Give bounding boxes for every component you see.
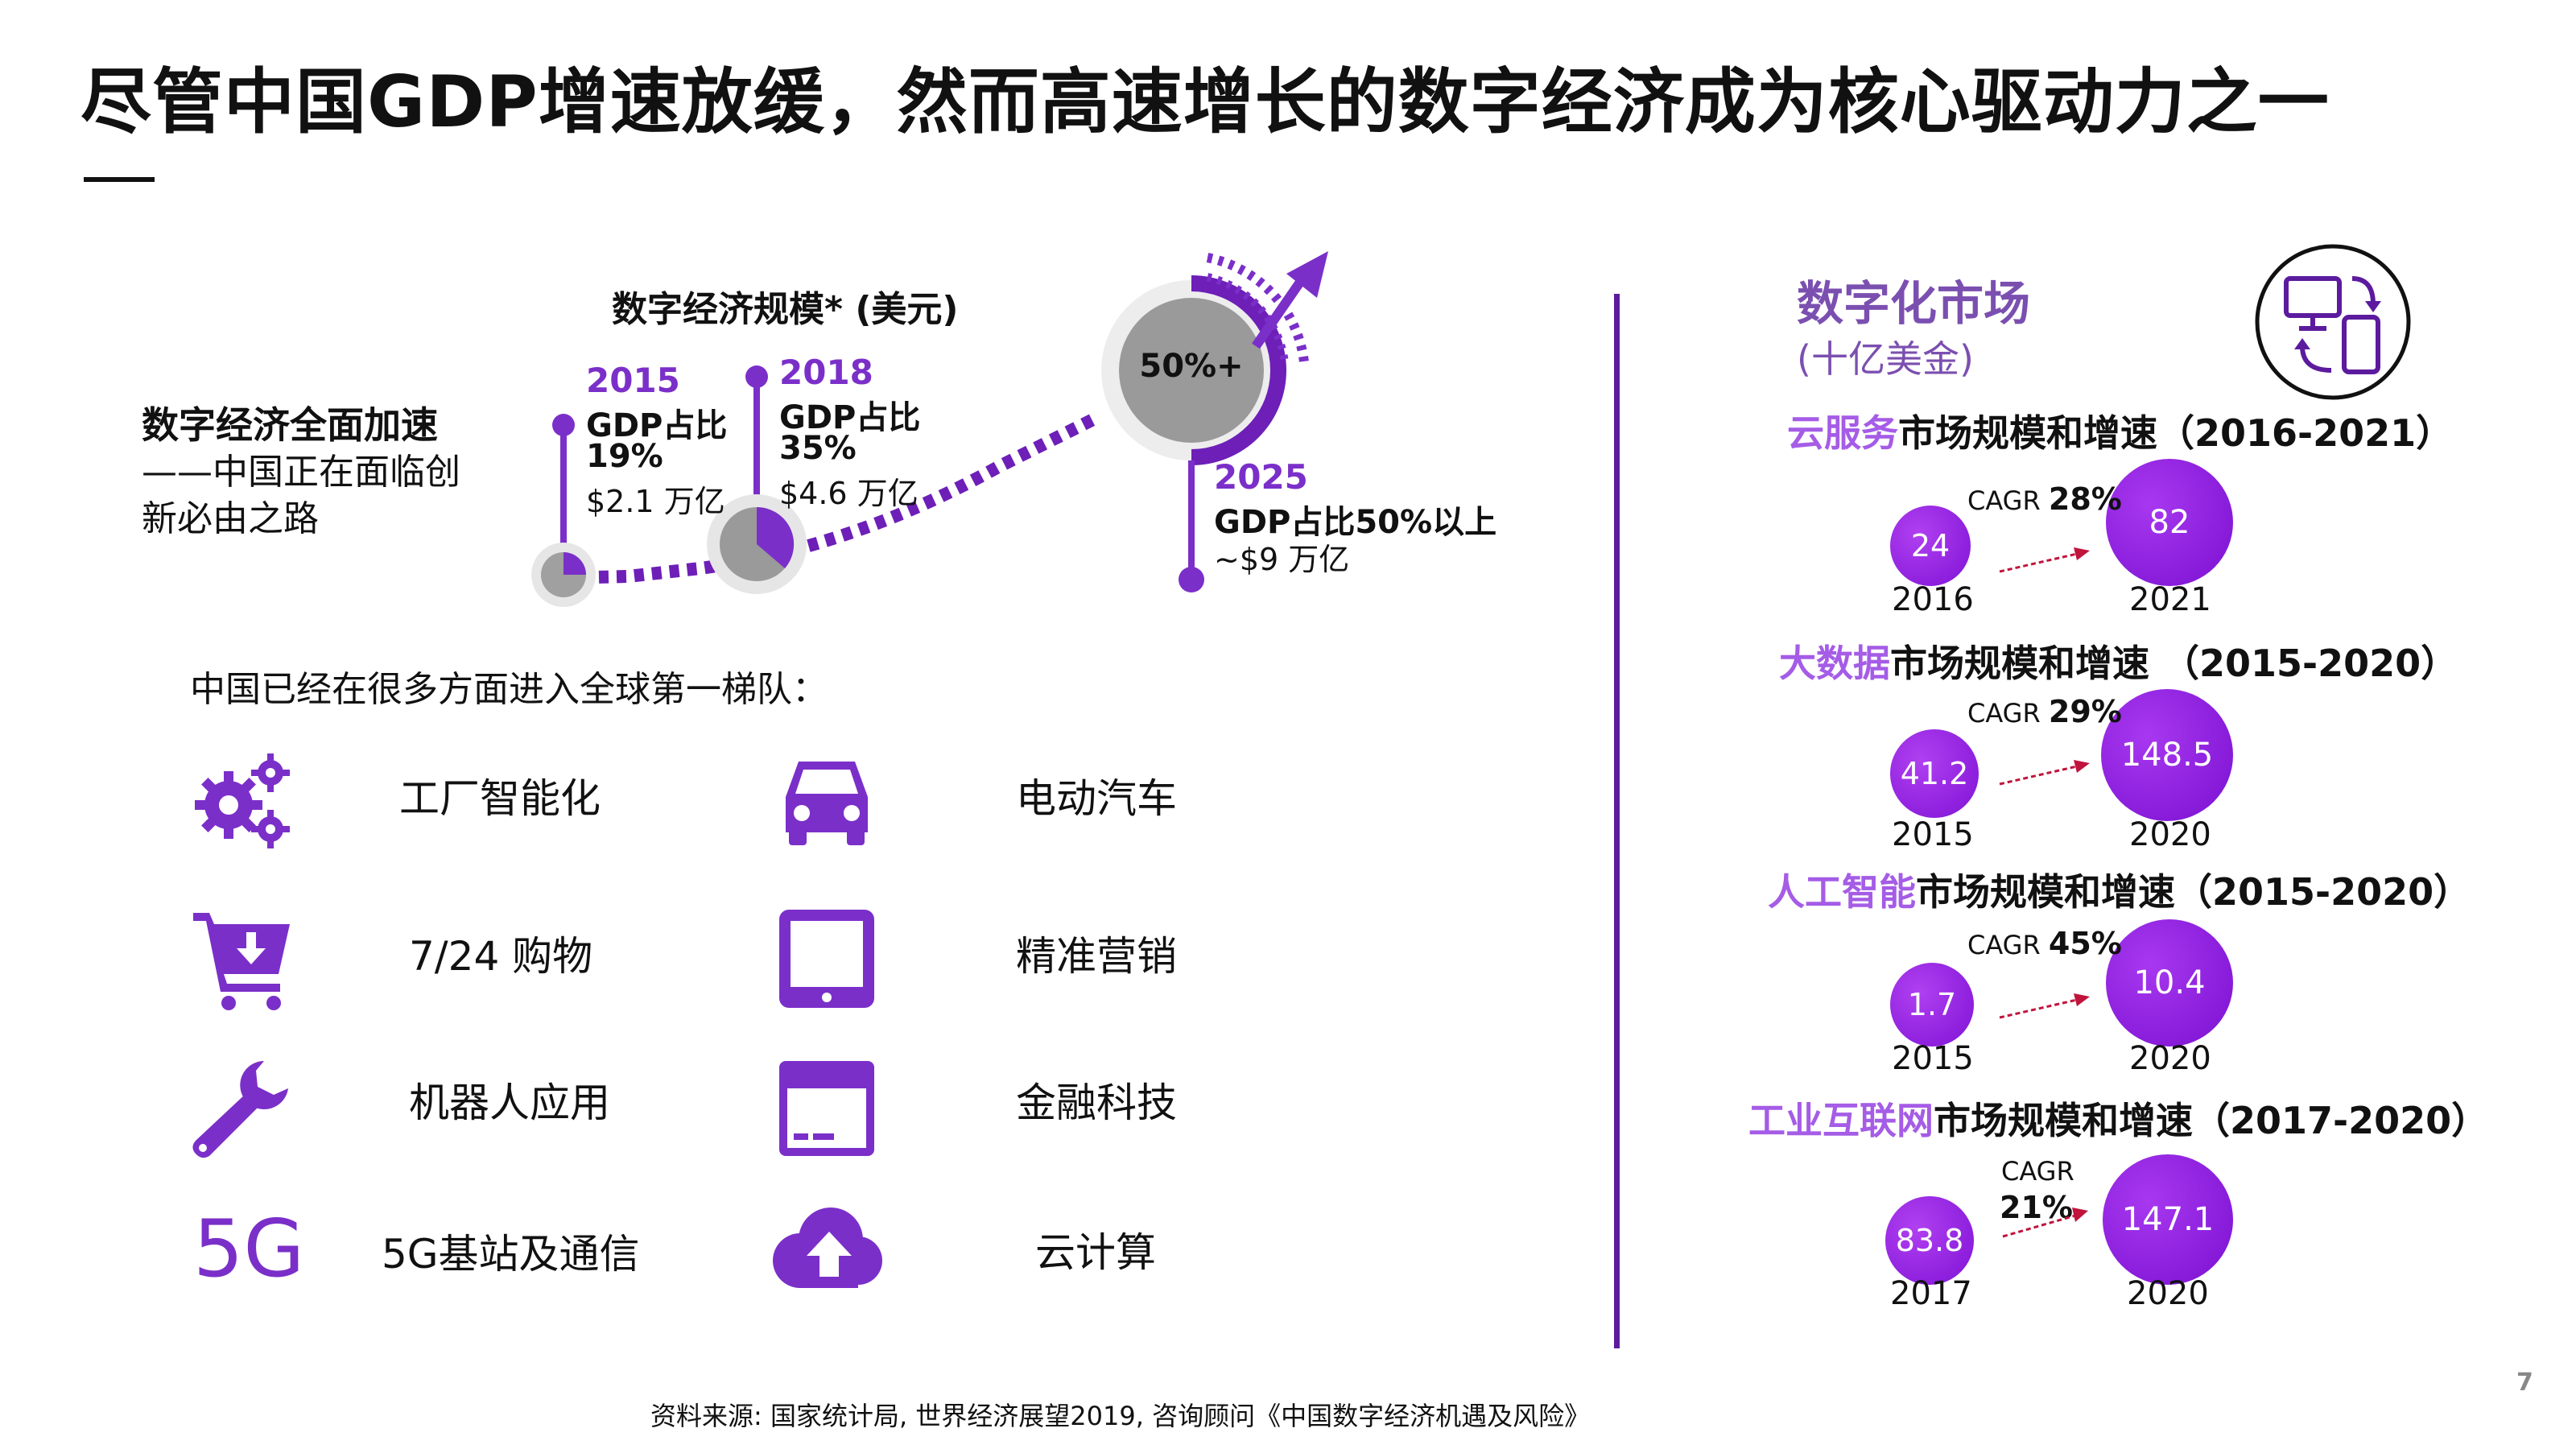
gears-icon [195,753,290,848]
milestone-2015-value: $2.1 万亿 [586,484,725,519]
item-marketing-label: 精准营销 [1016,933,1177,980]
market-ai-end-bubble: 10.4 [2106,919,2233,1046]
market-ai-cagr: CAGR 45% [1967,926,2122,961]
intro-line-2: 新必由之路 [142,498,319,539]
market-ai-arrow [1999,993,2090,1019]
page-title: 尽管中国GDP增速放缓，然而高速增长的数字经济成为核心驱动力之一 [80,60,2330,143]
market-bigdata-start-year: 2015 [1892,816,1974,853]
milestone-2015-year: 2015 [586,361,680,400]
market-iiot-arrow [2002,1208,2088,1238]
item-cloud-label: 云计算 [1035,1229,1156,1276]
5g-icon: 5G [193,1203,305,1295]
market-ai-start-bubble: 1.7 [1890,963,1974,1046]
market-ai-start-year: 2015 [1892,1040,1974,1077]
market-bigdata-arrow [1999,760,2090,786]
node-2015-share [564,552,586,575]
item-5g-label: 5G基站及通信 [382,1231,640,1278]
market-cloud-start-year: 2016 [1892,581,1974,618]
market-iiot-end-year: 2020 [2127,1275,2209,1312]
wrench-icon [192,1061,288,1158]
economy-scale-label: 数字经济规模* (美元) [612,289,959,330]
device-sync-icon [2255,244,2411,400]
pin-2025-head [1179,567,1204,592]
market-bigdata-heading: 大数据市场规模和增速 （2015-2020） [1779,642,2458,685]
market-cloud-cagr: CAGR 28% [1967,481,2122,517]
market-iiot-start-year: 2017 [1890,1275,1972,1312]
market-iiot-cagr-label: CAGR [2001,1156,2074,1187]
market-bigdata-end-year: 2020 [2129,816,2211,853]
shopping-cart-icon [193,913,290,1010]
milestone-2018-label: GDP占比 [779,399,921,436]
market-cloud-start-bubble: 24 [1890,506,1971,586]
market-unit: (十亿美金) [1797,337,1974,381]
credit-card-icon [779,1061,874,1156]
source-note: 资料来源: 国家统计局, 世界经济展望2019, 咨询顾问《中国数字经济机遇及风… [650,1401,1591,1431]
pin-2015-head [552,414,575,436]
tablet-icon [779,910,874,1008]
page-number: 7 [2516,1368,2533,1397]
market-bigdata-cagr: CAGR 29% [1967,694,2122,729]
gauge-ring-2 [1206,273,1289,363]
milestone-2018-value: $4.6 万亿 [779,476,919,511]
gauge-2025 [1119,298,1264,443]
item-ev-label: 电动汽车 [1016,775,1177,822]
item-robot-label: 机器人应用 [409,1080,610,1126]
milestone-2015-share: 19% [586,438,663,475]
growth-dotted-path [563,412,1098,584]
market-cloud-end-year: 2021 [2129,581,2211,618]
market-cloud-end-bubble: 82 [2106,459,2233,586]
economy-growth-timeline [531,251,1328,607]
tier-title: 中国已经在很多方面进入全球第一梯队： [190,669,828,710]
intro-line-1: ——中国正在面临创 [142,452,460,493]
gauge-arrow-shaft [1252,275,1307,349]
section-divider [1614,294,1620,1348]
market-title: 数字化市场 [1797,276,2031,331]
milestone-2018-share: 35% [779,430,857,467]
gauge-2025-arc [1191,275,1286,465]
title-underline [84,177,155,182]
item-factory-label: 工厂智能化 [399,775,601,822]
market-bigdata-end-bubble: 148.5 [2101,689,2233,821]
market-cloud-arrow [1999,547,2090,573]
milestone-2025-year: 2025 [1214,457,1308,497]
market-iiot-heading: 工业互联网市场规模和增速（2017-2020） [1748,1099,2489,1142]
milestone-2025-value: ~$9 万亿 [1214,542,1350,577]
market-ai-end-year: 2020 [2129,1040,2211,1077]
pin-2018-head [745,365,768,388]
market-iiot-start-bubble: 83.8 [1885,1196,1974,1285]
milestone-2025-label: GDP占比50%以上 [1214,504,1497,541]
item-fintech-label: 金融科技 [1016,1080,1177,1126]
market-iiot-end-bubble: 147.1 [2103,1154,2233,1285]
market-cloud-heading: 云服务市场规模和增速（2016-2021） [1787,411,2454,455]
intro-title: 数字经济全面加速 [142,403,438,447]
milestone-2015-label: GDP占比 [586,407,728,444]
cloud-upload-icon [773,1208,882,1288]
item-shopping-label: 7/24 购物 [409,933,593,980]
car-icon [786,762,868,845]
gauge-arrow-head [1286,251,1328,298]
gauge-label: 50%+ [1139,348,1244,385]
milestone-2018-year: 2018 [779,353,873,392]
market-bigdata-start-bubble: 41.2 [1890,729,1979,818]
node-2018-share [757,506,795,568]
market-ai-heading: 人工智能市场规模和增速（2015-2020） [1768,870,2471,914]
